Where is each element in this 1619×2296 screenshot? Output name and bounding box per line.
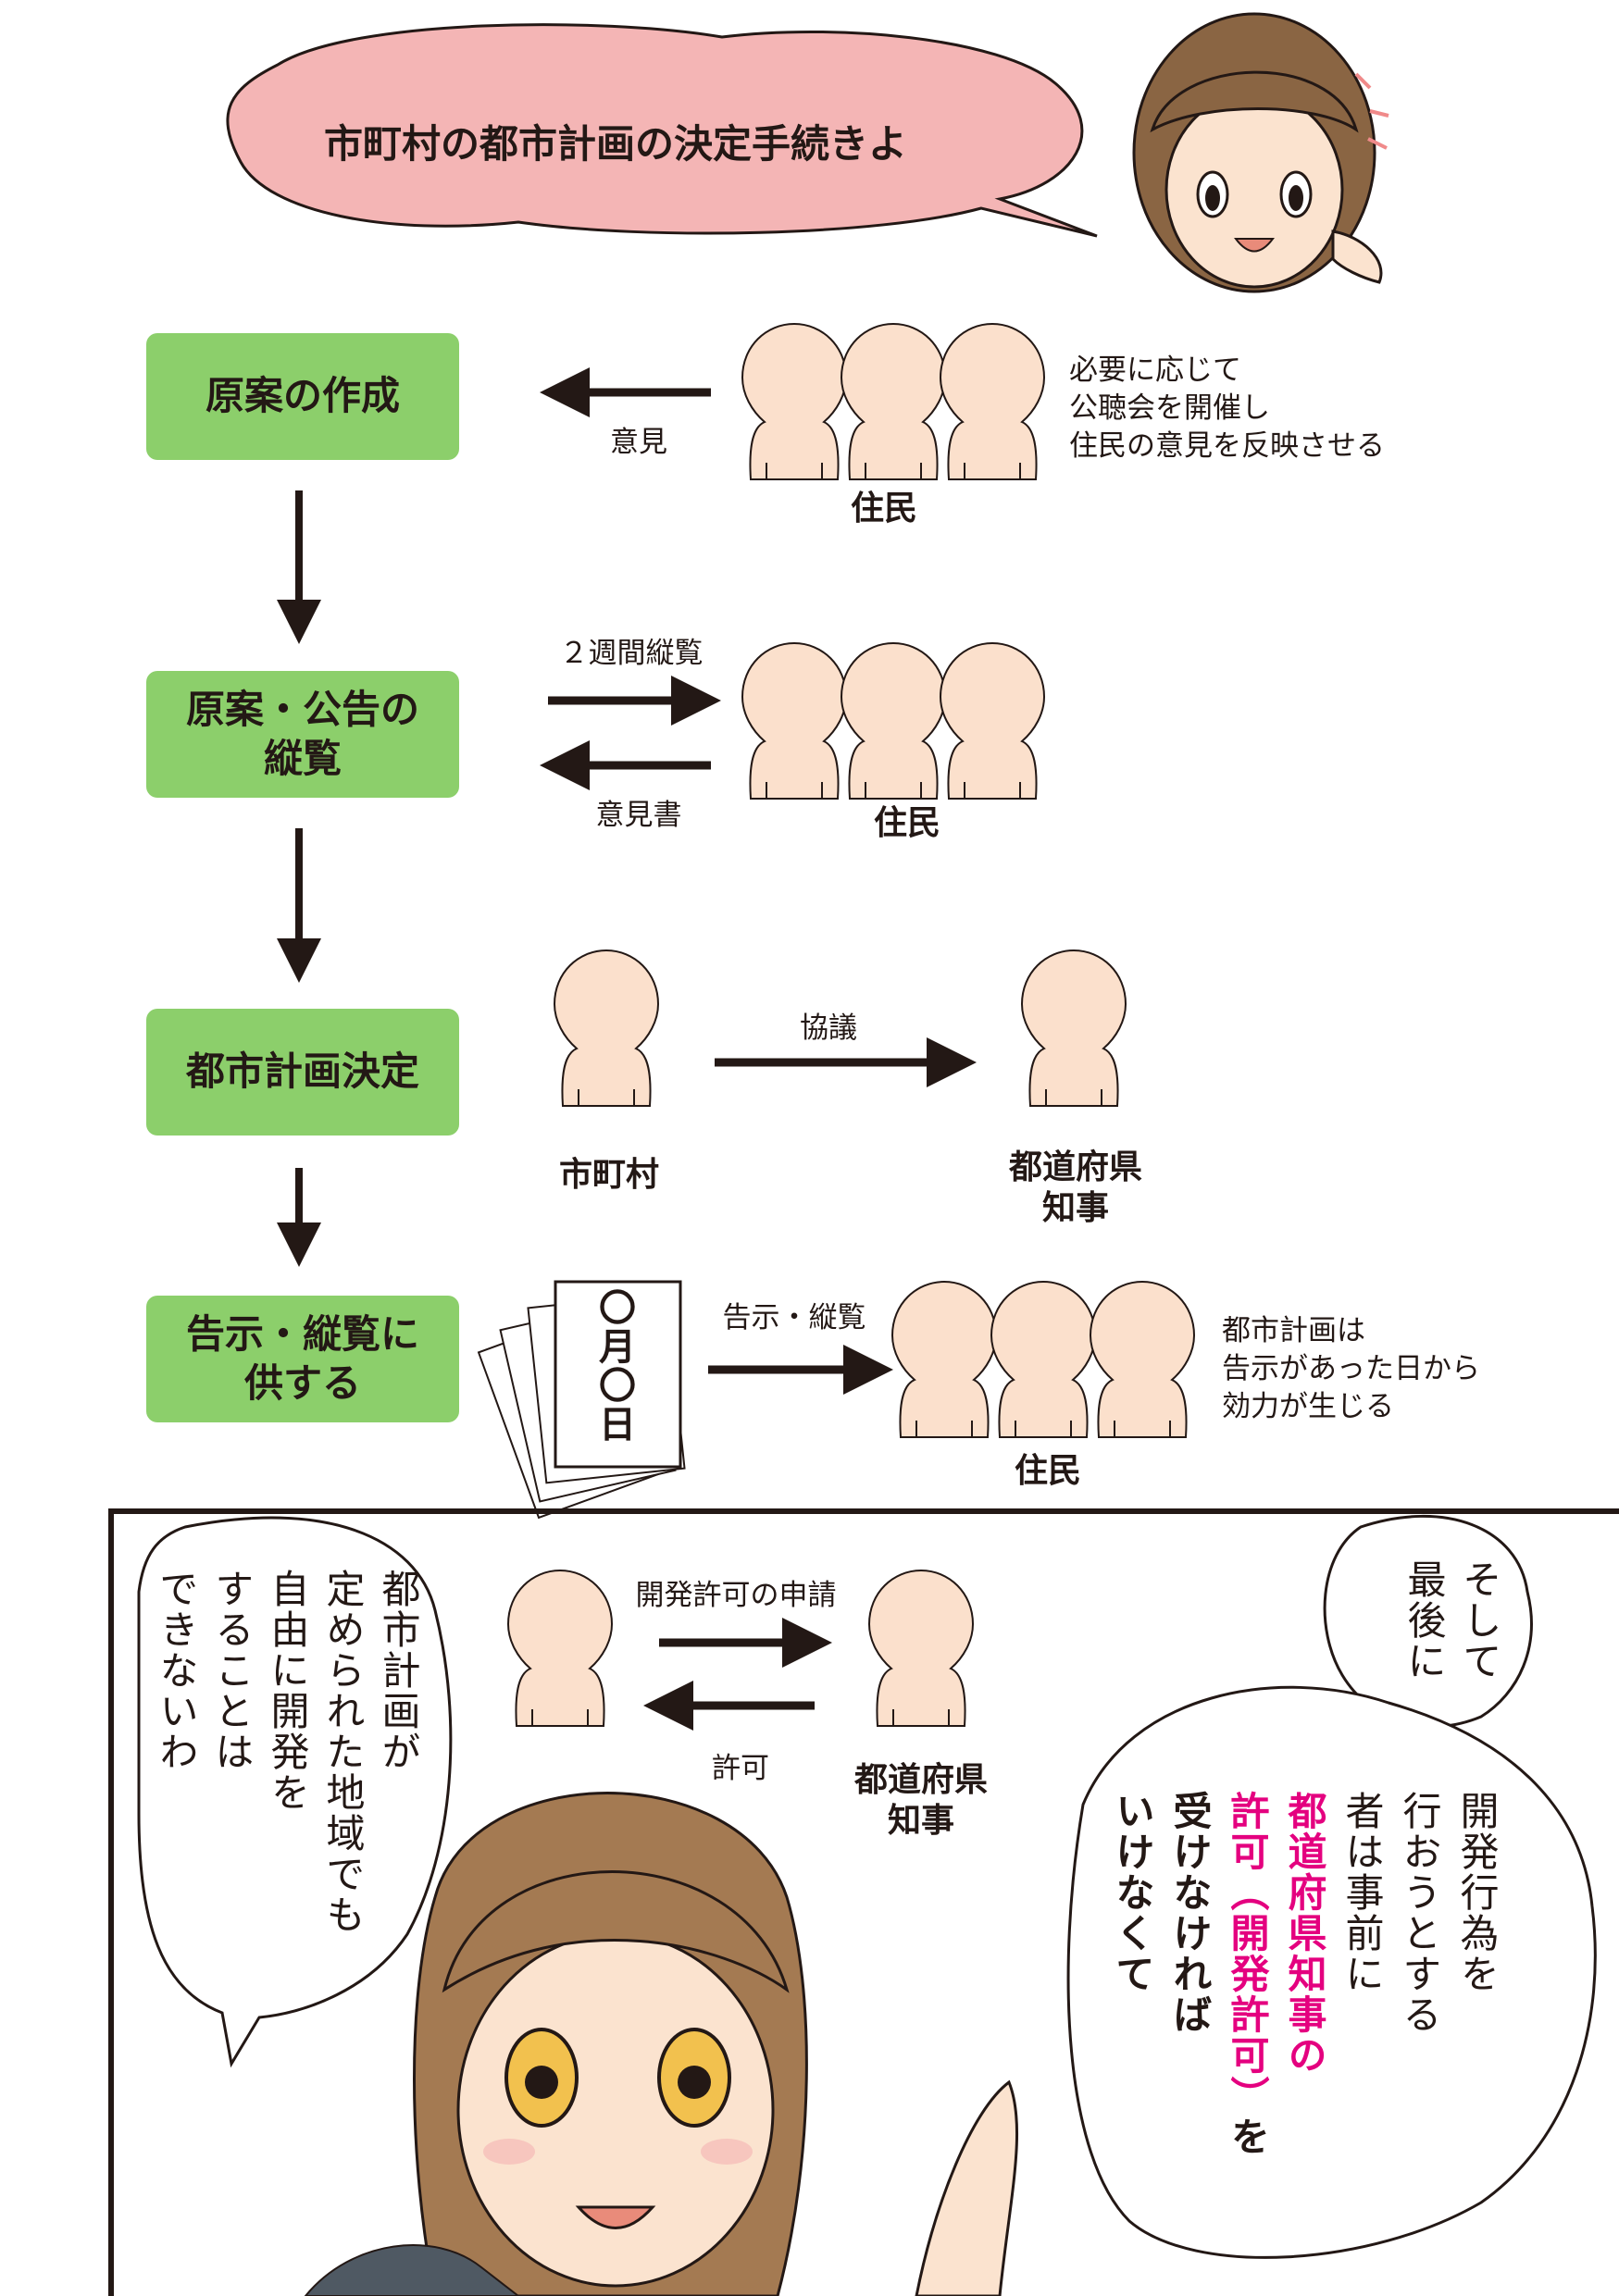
apply-arrow-label: 開発許可の申請 <box>635 1579 837 1612</box>
resident-figure <box>940 323 1045 480</box>
step-draft-creation: 原案の作成 <box>146 333 459 460</box>
bubble-highlight-line: 許可（開発許可） <box>1225 1791 1270 2116</box>
label-line: 知事 <box>1041 1189 1110 1227</box>
step-notice-inspection: 告示・縦覧に 供する <box>146 1296 459 1422</box>
step-label: 原案の作成 <box>205 373 400 419</box>
note-line: 告示があった日から <box>1222 1352 1480 1385</box>
step-plan-decision: 都市計画決定 <box>146 1009 459 1136</box>
label-line: 知事 <box>887 1802 955 1840</box>
row1-residents-label: 住民 <box>850 490 918 527</box>
notice-documents <box>477 1280 686 1520</box>
note-line: 都市計画は <box>1222 1314 1365 1347</box>
header-speech-text: 市町村の都市計画の決定手続きよ <box>324 121 908 167</box>
right-main-bubble <box>1066 1685 1597 2259</box>
bubble-line: できないわ <box>154 1569 199 1772</box>
bubble-line: することは <box>209 1569 255 1772</box>
step-label: 縦覧 <box>263 735 342 781</box>
note-line: 効力が生じる <box>1222 1390 1394 1423</box>
resident-figure <box>841 323 946 480</box>
row1-arrow-label: 意見 <box>610 426 667 459</box>
resident-figure <box>891 1281 997 1438</box>
step-draft-inspection: 原案・公告の 縦覧 <box>146 671 459 798</box>
right-small-bubble <box>1323 1514 1533 1729</box>
row4-note: 都市計画は 告示があった日から 効力が生じる <box>1222 1312 1480 1426</box>
bubble-line: いけなくて <box>1110 1791 1155 1994</box>
row3-governor-label: 都道府県 知事 <box>1009 1148 1142 1229</box>
header-speech-bubble <box>226 23 1098 238</box>
bubble-line: 行おうとする <box>1397 1791 1442 2035</box>
label-line: 都道府県 <box>1008 1148 1143 1186</box>
bubble-line: 自由に開発を <box>265 1569 310 1813</box>
step-label: 都市計画決定 <box>185 1049 419 1095</box>
resident-figure <box>990 1281 1096 1438</box>
left-speech-bubble <box>137 1516 453 2068</box>
resident-figure <box>841 642 946 800</box>
resident-figure <box>940 642 1045 800</box>
bubble-line: 都市計画が <box>376 1569 421 1772</box>
panel-frame <box>108 1508 1619 2296</box>
bubble-line-tail: を <box>1225 2116 1270 2157</box>
bubble-line: そして <box>1457 1559 1502 1682</box>
row1-note: 必要に応じて 公聴会を開催し 住民の意見を反映させる <box>1069 352 1385 465</box>
bubble-line: 定められた地域でも <box>320 1569 366 1935</box>
step-label: 告示・縦覧に <box>185 1311 419 1357</box>
bubble-line: 最後に <box>1401 1559 1447 1682</box>
municipality-figure <box>554 949 659 1107</box>
character-face-top <box>1132 12 1389 293</box>
panel2-governor-label: 都道府県 知事 <box>854 1760 988 1842</box>
row4-residents-label: 住民 <box>1014 1452 1082 1490</box>
bubble-line: 者は事前に <box>1339 1791 1385 1994</box>
governor-figure <box>868 1570 974 1727</box>
step-label: 供する <box>243 1359 361 1406</box>
governor-figure <box>1021 949 1127 1107</box>
resident-figure <box>1090 1281 1195 1438</box>
resident-figure <box>741 642 847 800</box>
bubble-line: 受けなければ <box>1167 1791 1213 2035</box>
bubble-highlight-line: 都道府県知事の <box>1282 1791 1327 2076</box>
row3-arrow-label: 協議 <box>800 1011 857 1045</box>
character-bottom <box>304 1792 1019 2296</box>
note-line: 公聴会を開催し <box>1069 391 1270 425</box>
label-line: 都道府県 <box>853 1761 989 1799</box>
row2-top-label: ２週間縦覧 <box>559 637 704 670</box>
left-bubble-text: 都市計画が 定められた地域でも 自由に開発を することは できないわ <box>148 1569 426 1935</box>
notice-document-date: 〇月〇日 <box>592 1288 635 1444</box>
note-line: 住民の意見を反映させる <box>1069 429 1385 463</box>
applicant-figure <box>507 1570 613 1727</box>
row4-arrow-label: 告示・縦覧 <box>722 1301 866 1334</box>
row2-residents-label: 住民 <box>873 804 941 842</box>
bubble-line: 開発行為を <box>1454 1791 1500 1994</box>
row2-bottom-label: 意見書 <box>595 799 682 832</box>
right-small-bubble-text: そして 最後に <box>1396 1559 1507 1682</box>
resident-figure <box>741 323 847 480</box>
permit-arrow-label: 許可 <box>712 1752 769 1785</box>
right-main-bubble-text: 開発行為を 行おうとする 者は事前に 都道府県知事の 許可（開発許可）を 受けな… <box>1103 1791 1505 2157</box>
note-line: 必要に応じて <box>1069 354 1241 387</box>
row3-municipality-label: 市町村 <box>558 1156 660 1194</box>
step-label: 原案・公告の <box>185 687 419 732</box>
